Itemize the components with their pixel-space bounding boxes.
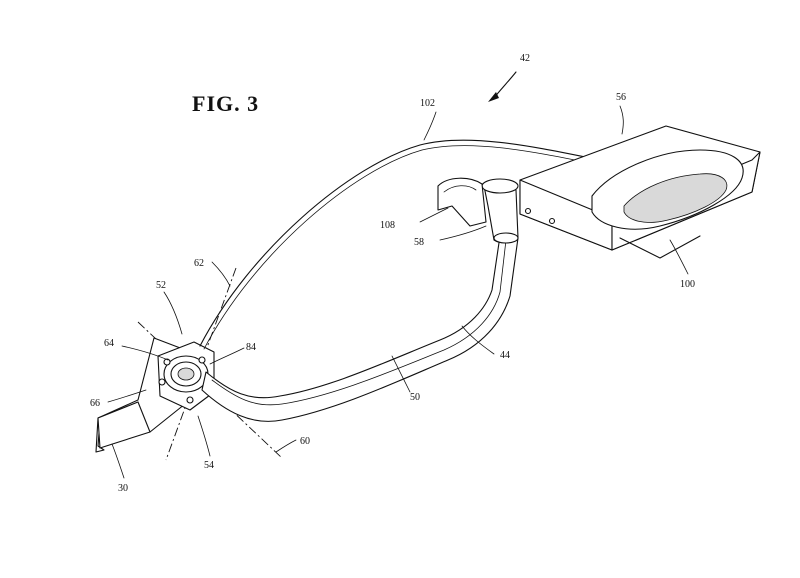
ref-label-54: 54 bbox=[204, 460, 214, 471]
leader-44 bbox=[461, 325, 495, 355]
housing-56 bbox=[519, 125, 761, 259]
leader-42 bbox=[493, 71, 517, 99]
ref-label-60: 60 bbox=[300, 436, 310, 447]
tube-50 bbox=[201, 235, 519, 422]
coupler-58 bbox=[481, 178, 519, 244]
leader-56 bbox=[619, 105, 624, 135]
ref-label-30: 30 bbox=[118, 483, 128, 494]
leader-54 bbox=[197, 415, 211, 457]
cable-102-inner bbox=[203, 145, 601, 350]
ref-label-108: 108 bbox=[380, 220, 395, 231]
ref-label-50: 50 bbox=[410, 392, 420, 403]
ref-label-44: 44 bbox=[500, 350, 510, 361]
leader-50 bbox=[391, 355, 411, 393]
ref-label-52: 52 bbox=[156, 280, 166, 291]
ref-label-58: 58 bbox=[414, 237, 424, 248]
ref-label-62: 62 bbox=[194, 258, 204, 269]
leader-102 bbox=[423, 111, 437, 141]
bracket-108 bbox=[437, 177, 487, 227]
ref-label-100: 100 bbox=[680, 279, 695, 290]
leader-52 bbox=[163, 291, 183, 335]
cable-102 bbox=[199, 139, 601, 347]
flange-collar bbox=[157, 341, 215, 411]
ref-label-56: 56 bbox=[616, 92, 626, 103]
leader-62 bbox=[211, 261, 231, 287]
leader-100 bbox=[669, 239, 689, 275]
ref-label-64: 64 bbox=[104, 338, 114, 349]
ref-label-66: 66 bbox=[90, 398, 100, 409]
arrowhead-42 bbox=[488, 92, 499, 102]
leader-84 bbox=[209, 347, 245, 365]
leader-30 bbox=[111, 443, 125, 479]
leader-60 bbox=[275, 439, 297, 453]
ref-label-42: 42 bbox=[520, 53, 530, 64]
ref-label-84: 84 bbox=[246, 342, 256, 353]
leader-64 bbox=[121, 345, 169, 361]
leader-66 bbox=[107, 389, 147, 403]
axis-line-60 bbox=[137, 321, 283, 459]
ref-label-102: 102 bbox=[420, 98, 435, 109]
figure-title: FIG. 3 bbox=[192, 91, 259, 116]
leader-58 bbox=[439, 225, 487, 241]
leader-108 bbox=[419, 207, 449, 223]
